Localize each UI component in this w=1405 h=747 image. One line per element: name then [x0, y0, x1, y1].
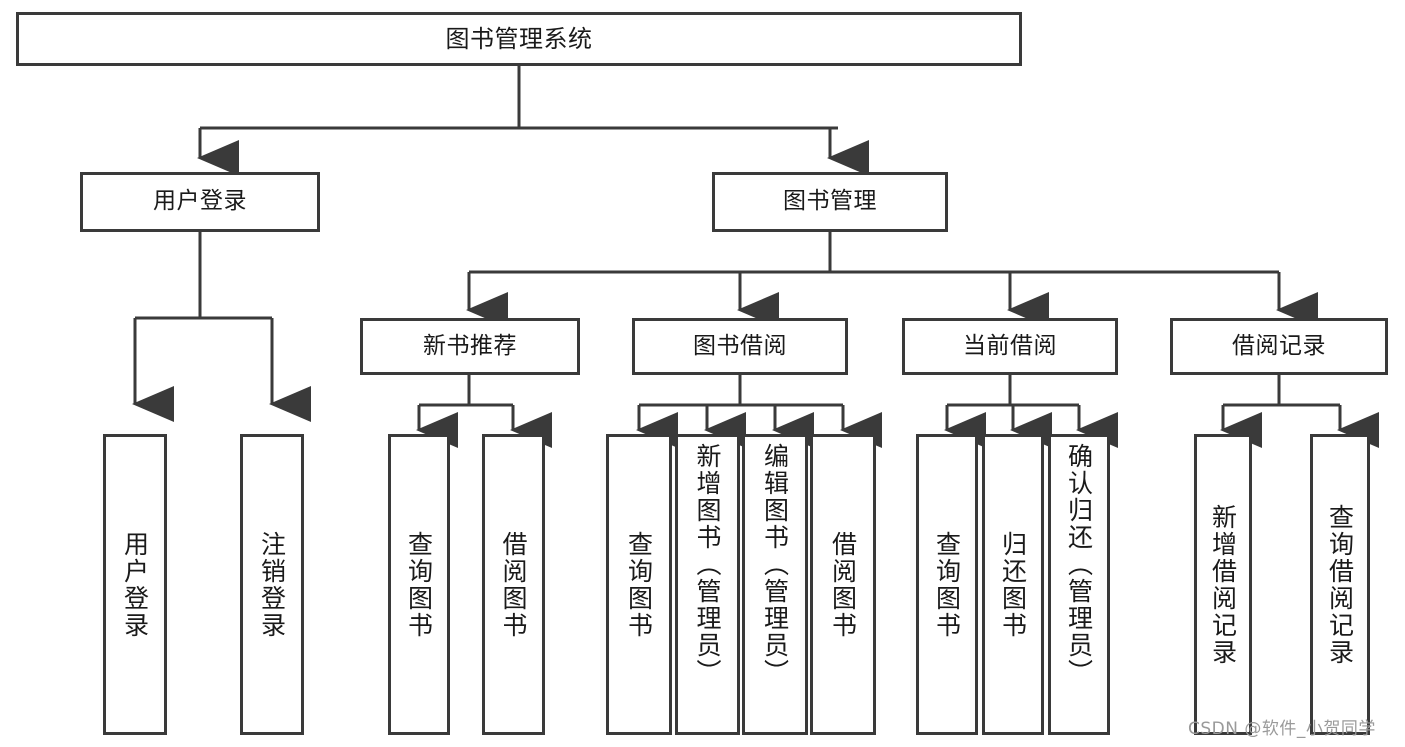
watermark-text: CSDN @软件_小贺同学	[1188, 719, 1376, 739]
leaf-return-book[interactable]: 归还图书	[982, 434, 1044, 735]
leaf-edit-book-admin[interactable]: 编辑图书（管理员）	[742, 434, 808, 735]
node-book-borrowing[interactable]: 图书借阅	[632, 318, 848, 375]
node-label: 图书管理	[783, 188, 877, 215]
node-label: 新增图书（管理员）	[693, 443, 722, 686]
node-label: 归还图书	[998, 530, 1028, 639]
node-label: 新书推荐	[423, 332, 517, 359]
leaf-logout[interactable]: 注销登录	[240, 434, 304, 735]
node-label: 借阅图书	[499, 530, 528, 639]
node-book-management-system[interactable]: 图书管理系统	[16, 12, 1022, 66]
node-label: 查询借阅记录	[1325, 503, 1355, 666]
leaf-user-login[interactable]: 用户登录	[103, 434, 167, 735]
leaf-query-book-borrow[interactable]: 查询图书	[606, 434, 672, 735]
leaf-borrow-book[interactable]: 借阅图书	[810, 434, 876, 735]
node-label: 图书管理系统	[445, 24, 593, 53]
node-label: 借阅记录	[1232, 332, 1326, 359]
node-label: 当前借阅	[963, 332, 1057, 359]
node-label: 查询图书	[932, 530, 962, 639]
node-label: 查询图书	[624, 530, 654, 639]
node-label: 用户登录	[153, 188, 247, 215]
leaf-confirm-return-admin[interactable]: 确认归还（管理员）	[1048, 434, 1110, 735]
node-user-login[interactable]: 用户登录	[80, 172, 320, 232]
node-label: 借阅图书	[828, 530, 858, 639]
leaf-borrow-book-new[interactable]: 借阅图书	[482, 434, 545, 735]
node-label: 查询图书	[404, 530, 434, 639]
leaf-query-book-new[interactable]: 查询图书	[388, 434, 450, 735]
node-book-management[interactable]: 图书管理	[712, 172, 948, 232]
node-label: 用户登录	[120, 530, 150, 639]
node-label: 新增借阅记录	[1208, 503, 1238, 666]
node-new-book-recommendation[interactable]: 新书推荐	[360, 318, 580, 375]
leaf-query-book-current[interactable]: 查询图书	[916, 434, 978, 735]
node-current-borrowing[interactable]: 当前借阅	[902, 318, 1118, 375]
node-label: 注销登录	[257, 530, 287, 639]
leaf-query-borrow-record[interactable]: 查询借阅记录	[1310, 434, 1370, 735]
leaf-add-book-admin[interactable]: 新增图书（管理员）	[675, 434, 740, 735]
node-borrow-records[interactable]: 借阅记录	[1170, 318, 1388, 375]
node-label: 图书借阅	[693, 332, 787, 359]
leaf-add-borrow-record[interactable]: 新增借阅记录	[1194, 434, 1252, 735]
node-label: 编辑图书（管理员）	[760, 443, 790, 686]
node-label: 确认归还（管理员）	[1064, 443, 1094, 686]
